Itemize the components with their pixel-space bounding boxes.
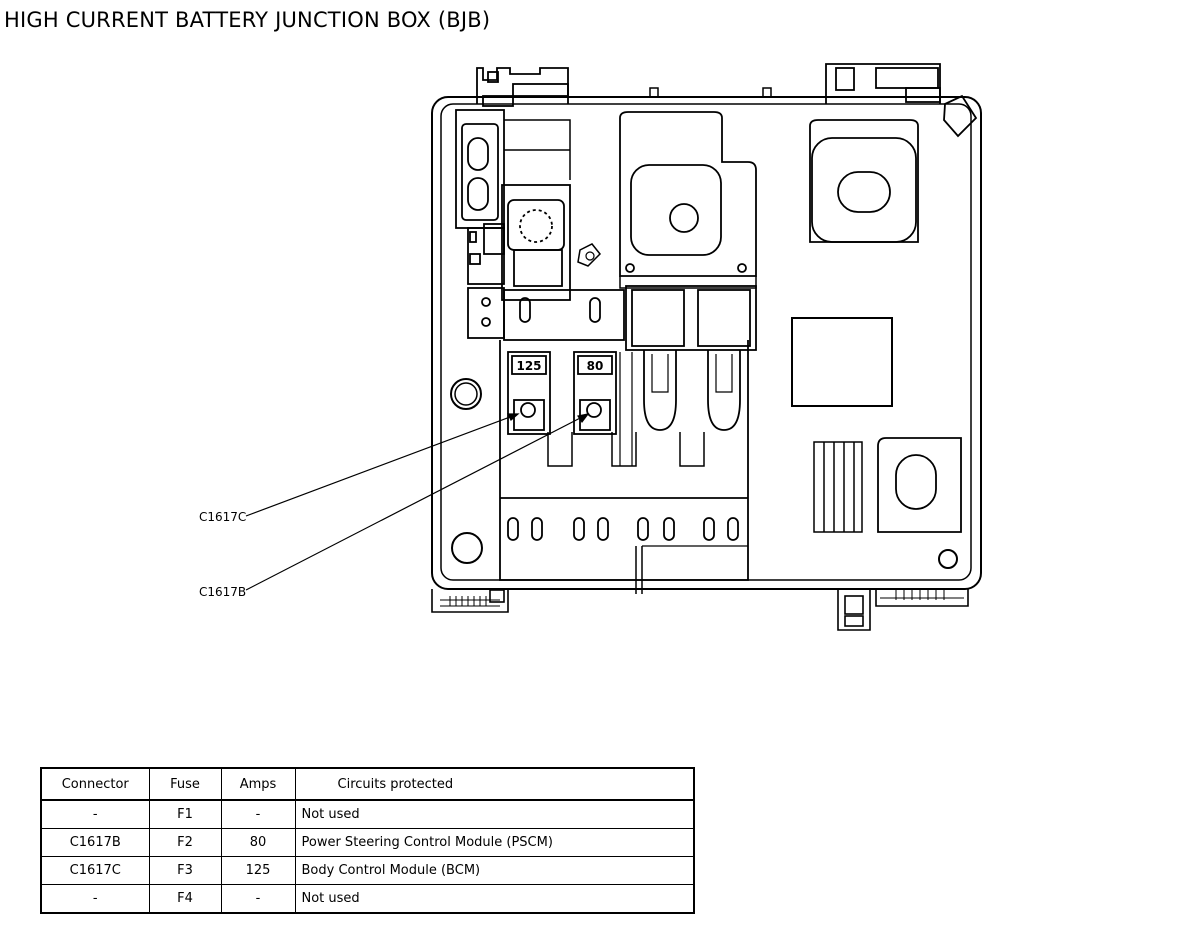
cell-circuit: Not used xyxy=(294,884,695,914)
lower-connector-strip xyxy=(499,340,749,594)
cell-connector: C1617C xyxy=(40,856,150,885)
cell-amps: 125 xyxy=(220,856,296,885)
table-row: - F1 - Not used xyxy=(40,799,695,829)
cell-circuit: Not used xyxy=(294,799,695,829)
center-module xyxy=(501,184,625,341)
table-header-row: Connector Fuse Amps Circuits protected xyxy=(40,767,695,801)
fuse-slot-f3 xyxy=(507,351,551,435)
cell-amps: - xyxy=(220,799,296,829)
callout-c1617b: C1617B xyxy=(199,585,246,599)
header-circuits: Circuits protected xyxy=(294,767,695,801)
fuse-f2-amps: 80 xyxy=(587,359,604,373)
cell-fuse: F4 xyxy=(148,884,222,914)
junction-box-diagram: 125 80 C1617C C1617B xyxy=(199,63,982,631)
cell-fuse: F3 xyxy=(148,856,222,885)
cell-amps: - xyxy=(220,884,296,914)
bottom-right-terminal xyxy=(877,437,962,533)
callout-c1617c: C1617C xyxy=(199,510,246,524)
cell-amps: 80 xyxy=(220,828,296,857)
header-connector: Connector xyxy=(40,767,150,801)
fuse-table: Connector Fuse Amps Circuits protected -… xyxy=(40,767,695,914)
cell-circuit: Body Control Module (BCM) xyxy=(294,856,695,885)
table-row: C1617C F3 125 Body Control Module (BCM) xyxy=(40,856,695,885)
top-latches xyxy=(476,63,978,138)
page-title: HIGH CURRENT BATTERY JUNCTION BOX (BJB) xyxy=(4,8,491,32)
cell-fuse: F1 xyxy=(148,799,222,829)
table-row: C1617B F2 80 Power Steering Control Modu… xyxy=(40,828,695,857)
mounting-hole-bottom-right xyxy=(938,549,958,569)
cell-connector: C1617B xyxy=(40,828,150,857)
main-terminal-block xyxy=(619,111,757,289)
cell-connector: - xyxy=(40,799,150,829)
right-terminal-block xyxy=(809,119,919,243)
mounting-hole-left xyxy=(450,378,482,410)
relay-sockets xyxy=(625,285,757,431)
header-fuse: Fuse xyxy=(148,767,222,801)
housing-outline xyxy=(431,96,982,590)
mounting-hole-bottom-left xyxy=(451,532,483,564)
callout-leaders xyxy=(245,413,590,591)
header-amps: Amps xyxy=(220,767,296,801)
vent-grille xyxy=(813,441,863,533)
fuse-f3-amps: 125 xyxy=(516,359,541,373)
table-row: - F4 - Not used xyxy=(40,884,695,914)
cell-connector: - xyxy=(40,884,150,914)
bottom-latches xyxy=(431,589,969,631)
cell-circuit: Power Steering Control Module (PSCM) xyxy=(294,828,695,857)
label-panel xyxy=(791,317,893,407)
left-terminal-column xyxy=(455,109,571,339)
cell-fuse: F2 xyxy=(148,828,222,857)
